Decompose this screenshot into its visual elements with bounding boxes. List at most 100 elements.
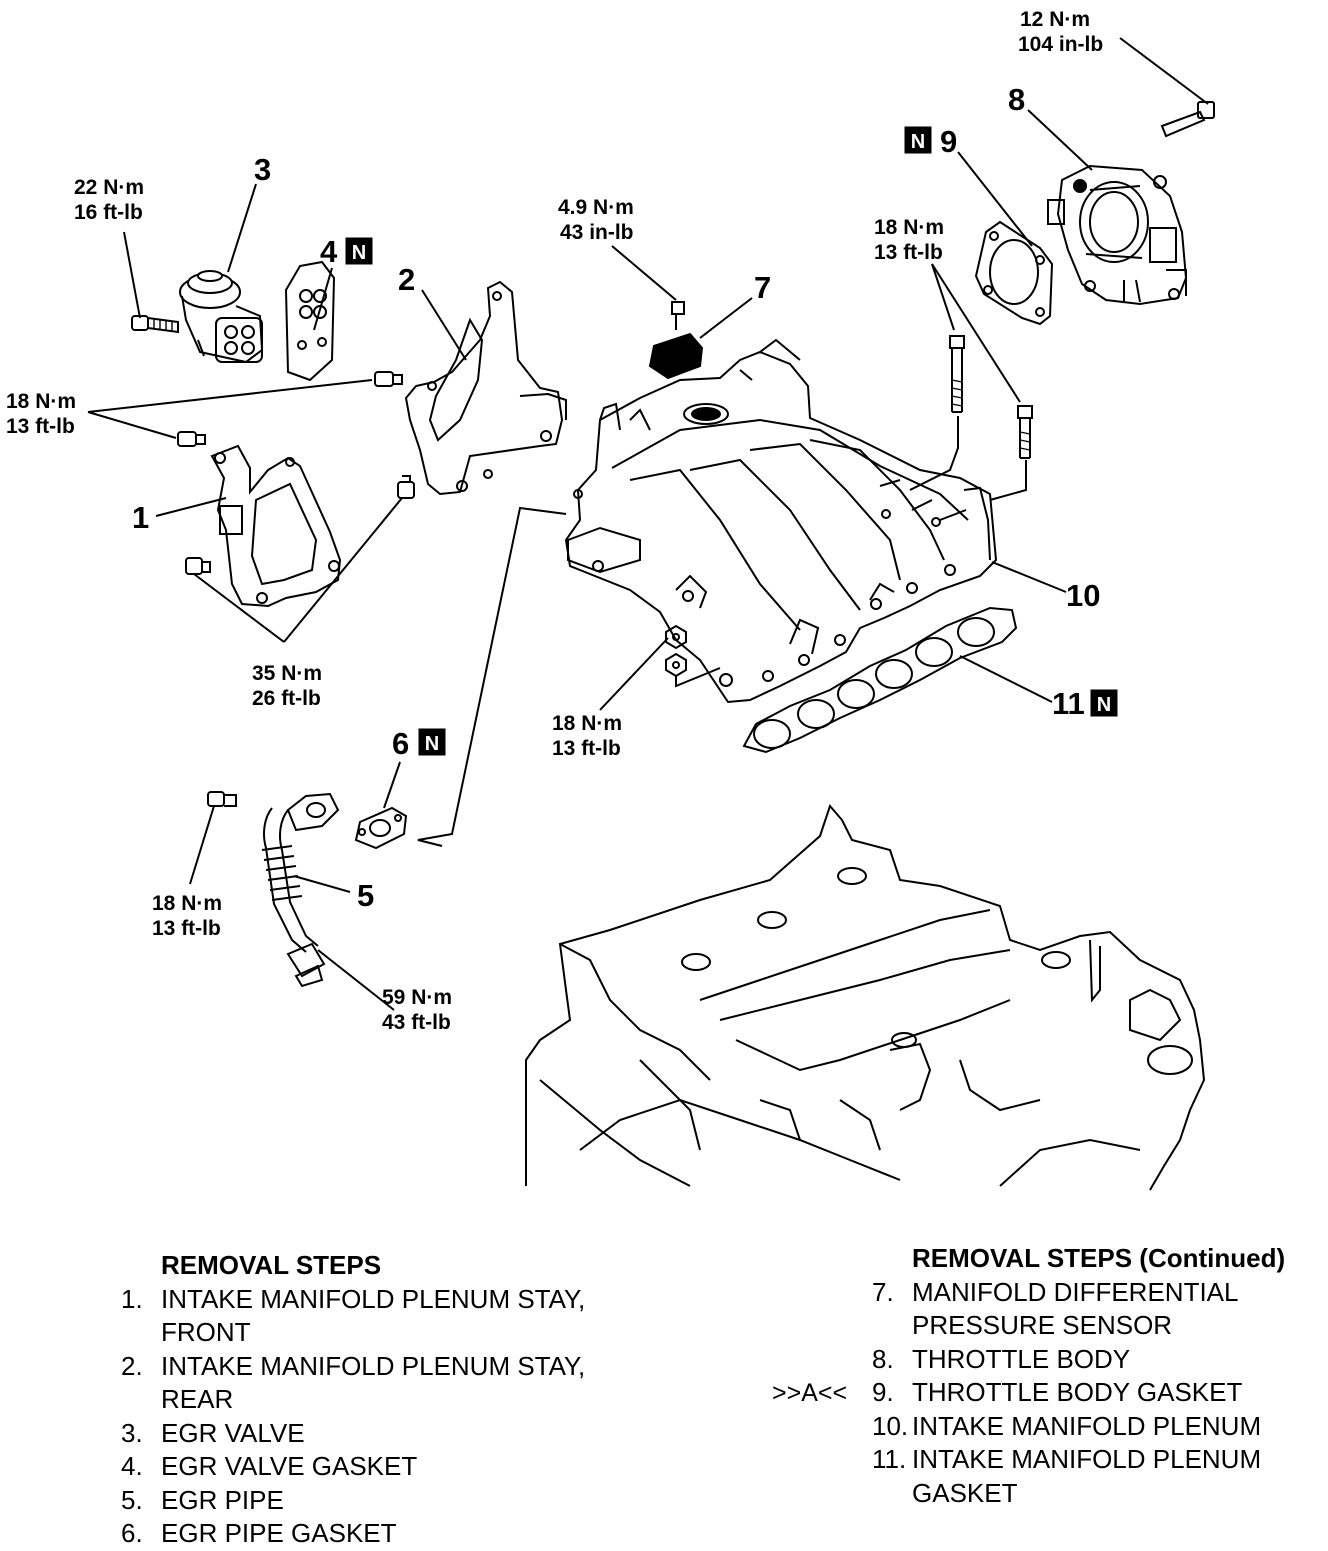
- new-part-mark-11: N: [1090, 689, 1118, 717]
- plenum-nuts: [665, 624, 687, 678]
- throttle-body: [1047, 164, 1188, 306]
- intake-manifold-plenum: [564, 338, 998, 704]
- step-text: EGR PIPE: [161, 1484, 284, 1515]
- plenum-bolts: [949, 335, 1033, 459]
- svg-text:26 ft-lb: 26 ft-lb: [252, 687, 321, 710]
- svg-text:12 N·m: 12 N·m: [1020, 8, 1090, 31]
- egr-pipe-bolt: [207, 791, 237, 807]
- svg-text:18 N·m: 18 N·m: [874, 216, 944, 239]
- step-text: REAR: [161, 1384, 234, 1414]
- step-text: EGR PIPE GASKET: [161, 1518, 397, 1548]
- new-part-mark-4: N: [345, 237, 373, 265]
- removal-steps-heading: REMOVAL STEPS: [161, 1250, 382, 1280]
- svg-text:N: N: [352, 242, 366, 264]
- throttle-body-gasket: [974, 220, 1054, 326]
- step-text: MANIFOLD DIFFERENTIAL: [912, 1276, 1239, 1307]
- torque-plenum-bolts: 18 N·m 13 ft-lb: [874, 216, 944, 264]
- step-text: INTAKE MANIFOLD PLENUM: [912, 1410, 1262, 1441]
- svg-text:35 N·m: 35 N·m: [252, 662, 322, 685]
- step-text: INTAKE MANIFOLD PLENUM STAY,: [161, 1350, 586, 1381]
- callout-1: 1: [132, 500, 149, 535]
- egr-valve-gasket: [284, 260, 336, 382]
- callout-9: 9: [940, 124, 957, 159]
- svg-text:13 ft-lb: 13 ft-lb: [6, 415, 75, 438]
- callout-2: 2: [398, 262, 415, 297]
- svg-text:18 N·m: 18 N·m: [552, 712, 622, 735]
- egr-valve: [179, 270, 264, 364]
- callout-4: 4: [320, 234, 338, 269]
- svg-text:18 N·m: 18 N·m: [6, 390, 76, 413]
- svg-text:13 ft-lb: 13 ft-lb: [874, 241, 943, 264]
- svg-text:43 in-lb: 43 in-lb: [560, 221, 634, 244]
- step-number: 10.: [872, 1410, 909, 1441]
- step-number: 7.: [872, 1276, 894, 1307]
- egr-pipe: [261, 792, 340, 988]
- step-text: THROTTLE BODY: [912, 1343, 1131, 1374]
- step-item: 7. MANIFOLD DIFFERENTIAL PRESSURE SENSOR: [872, 1276, 1328, 1343]
- callout-5: 5: [357, 878, 374, 913]
- step-number: 4.: [121, 1451, 143, 1481]
- svg-text:N: N: [425, 733, 439, 755]
- step-text: GASKET: [912, 1477, 1018, 1508]
- step-text: THROTTLE BODY GASKET: [912, 1377, 1243, 1407]
- step-text: INTAKE MANIFOLD PLENUM STAY,: [161, 1283, 586, 1314]
- step-number: 1.: [121, 1283, 143, 1314]
- step-item: 4. EGR VALVE GASKET: [121, 1450, 681, 1484]
- step-number: 8.: [872, 1343, 894, 1374]
- callout-7: 7: [754, 270, 771, 305]
- step-number: 2.: [121, 1350, 143, 1381]
- svg-text:43 ft-lb: 43 ft-lb: [382, 1011, 451, 1034]
- egr-valve-bolt: [131, 315, 179, 334]
- egr-pipe-gasket: [354, 806, 408, 850]
- torque-egr-pipe-nut: 59 N·m 43 ft-lb: [382, 986, 452, 1034]
- step-number: 3.: [121, 1417, 143, 1448]
- leader-lines: [87, 37, 1209, 1011]
- step-item: 9. THROTTLE BODY GASKET: [872, 1376, 1328, 1410]
- svg-text:13 ft-lb: 13 ft-lb: [552, 737, 621, 760]
- step-item: 10. INTAKE MANIFOLD PLENUM: [872, 1410, 1328, 1444]
- step-item: 8. THROTTLE BODY: [872, 1343, 1328, 1377]
- step-item: 3. EGR VALVE: [121, 1417, 681, 1451]
- svg-text:18 N·m: 18 N·m: [152, 892, 222, 915]
- new-part-mark-9: N: [904, 126, 932, 154]
- svg-text:59 N·m: 59 N·m: [382, 986, 452, 1009]
- step-item: 2. INTAKE MANIFOLD PLENUM STAY, REAR: [121, 1350, 681, 1417]
- step-item: 11. INTAKE MANIFOLD PLENUM GASKET: [872, 1443, 1328, 1510]
- step-text: FRONT: [161, 1317, 251, 1347]
- torque-plenum-nuts: 18 N·m 13 ft-lb: [552, 712, 622, 760]
- svg-text:4.9 N·m: 4.9 N·m: [558, 196, 634, 219]
- plenum-stay-front: [210, 444, 342, 608]
- step-number: 5.: [121, 1484, 143, 1515]
- callout-3: 3: [254, 152, 271, 187]
- step-number: 6.: [121, 1518, 143, 1548]
- torque-throttle-body-bolt: 12 N·m 104 in-lb: [1018, 8, 1103, 56]
- step-number: 11.: [872, 1444, 907, 1474]
- svg-text:N: N: [911, 131, 925, 153]
- callout-6: 6: [392, 726, 409, 761]
- step-text: INTAKE MANIFOLD PLENUM: [912, 1444, 1262, 1474]
- removal-steps-right: REMOVAL STEPS (Continued) 7. MANIFOLD DI…: [872, 1242, 1328, 1510]
- torque-sensor-bolt: 4.9 N·m 43 in-lb: [558, 196, 634, 244]
- svg-text:13 ft-lb: 13 ft-lb: [152, 917, 221, 940]
- torque-egr-pipe-bolt: 18 N·m 13 ft-lb: [152, 892, 222, 940]
- plenum-stay-bolts: [177, 371, 415, 575]
- engine-block-outline: [525, 804, 1206, 1191]
- callout-11: 11: [1052, 686, 1085, 721]
- step-item: 1. INTAKE MANIFOLD PLENUM STAY, FRONT: [121, 1283, 681, 1350]
- step-text: EGR VALVE: [161, 1417, 305, 1448]
- step-item: 5. EGR PIPE: [121, 1484, 681, 1518]
- new-part-mark-6: N: [418, 728, 446, 756]
- plenum-stay-rear: [404, 280, 567, 496]
- svg-text:22 N·m: 22 N·m: [74, 176, 144, 199]
- step-text: EGR VALVE GASKET: [161, 1451, 418, 1481]
- torque-egr-valve-bolt: 22 N·m 16 ft-lb: [74, 176, 144, 224]
- reference-mark: >>A<<: [772, 1379, 848, 1407]
- svg-text:N: N: [1097, 694, 1111, 716]
- torque-plenum-stay-bolts-upper: 18 N·m 13 ft-lb: [6, 390, 76, 438]
- step-number: 9.: [872, 1377, 894, 1407]
- removal-steps-heading-continued: REMOVAL STEPS (Continued): [912, 1243, 1286, 1273]
- torque-plenum-stay-bolts-lower: 35 N·m 26 ft-lb: [252, 662, 322, 710]
- step-item: 6. EGR PIPE GASKET: [121, 1517, 681, 1551]
- callout-8: 8: [1008, 82, 1025, 117]
